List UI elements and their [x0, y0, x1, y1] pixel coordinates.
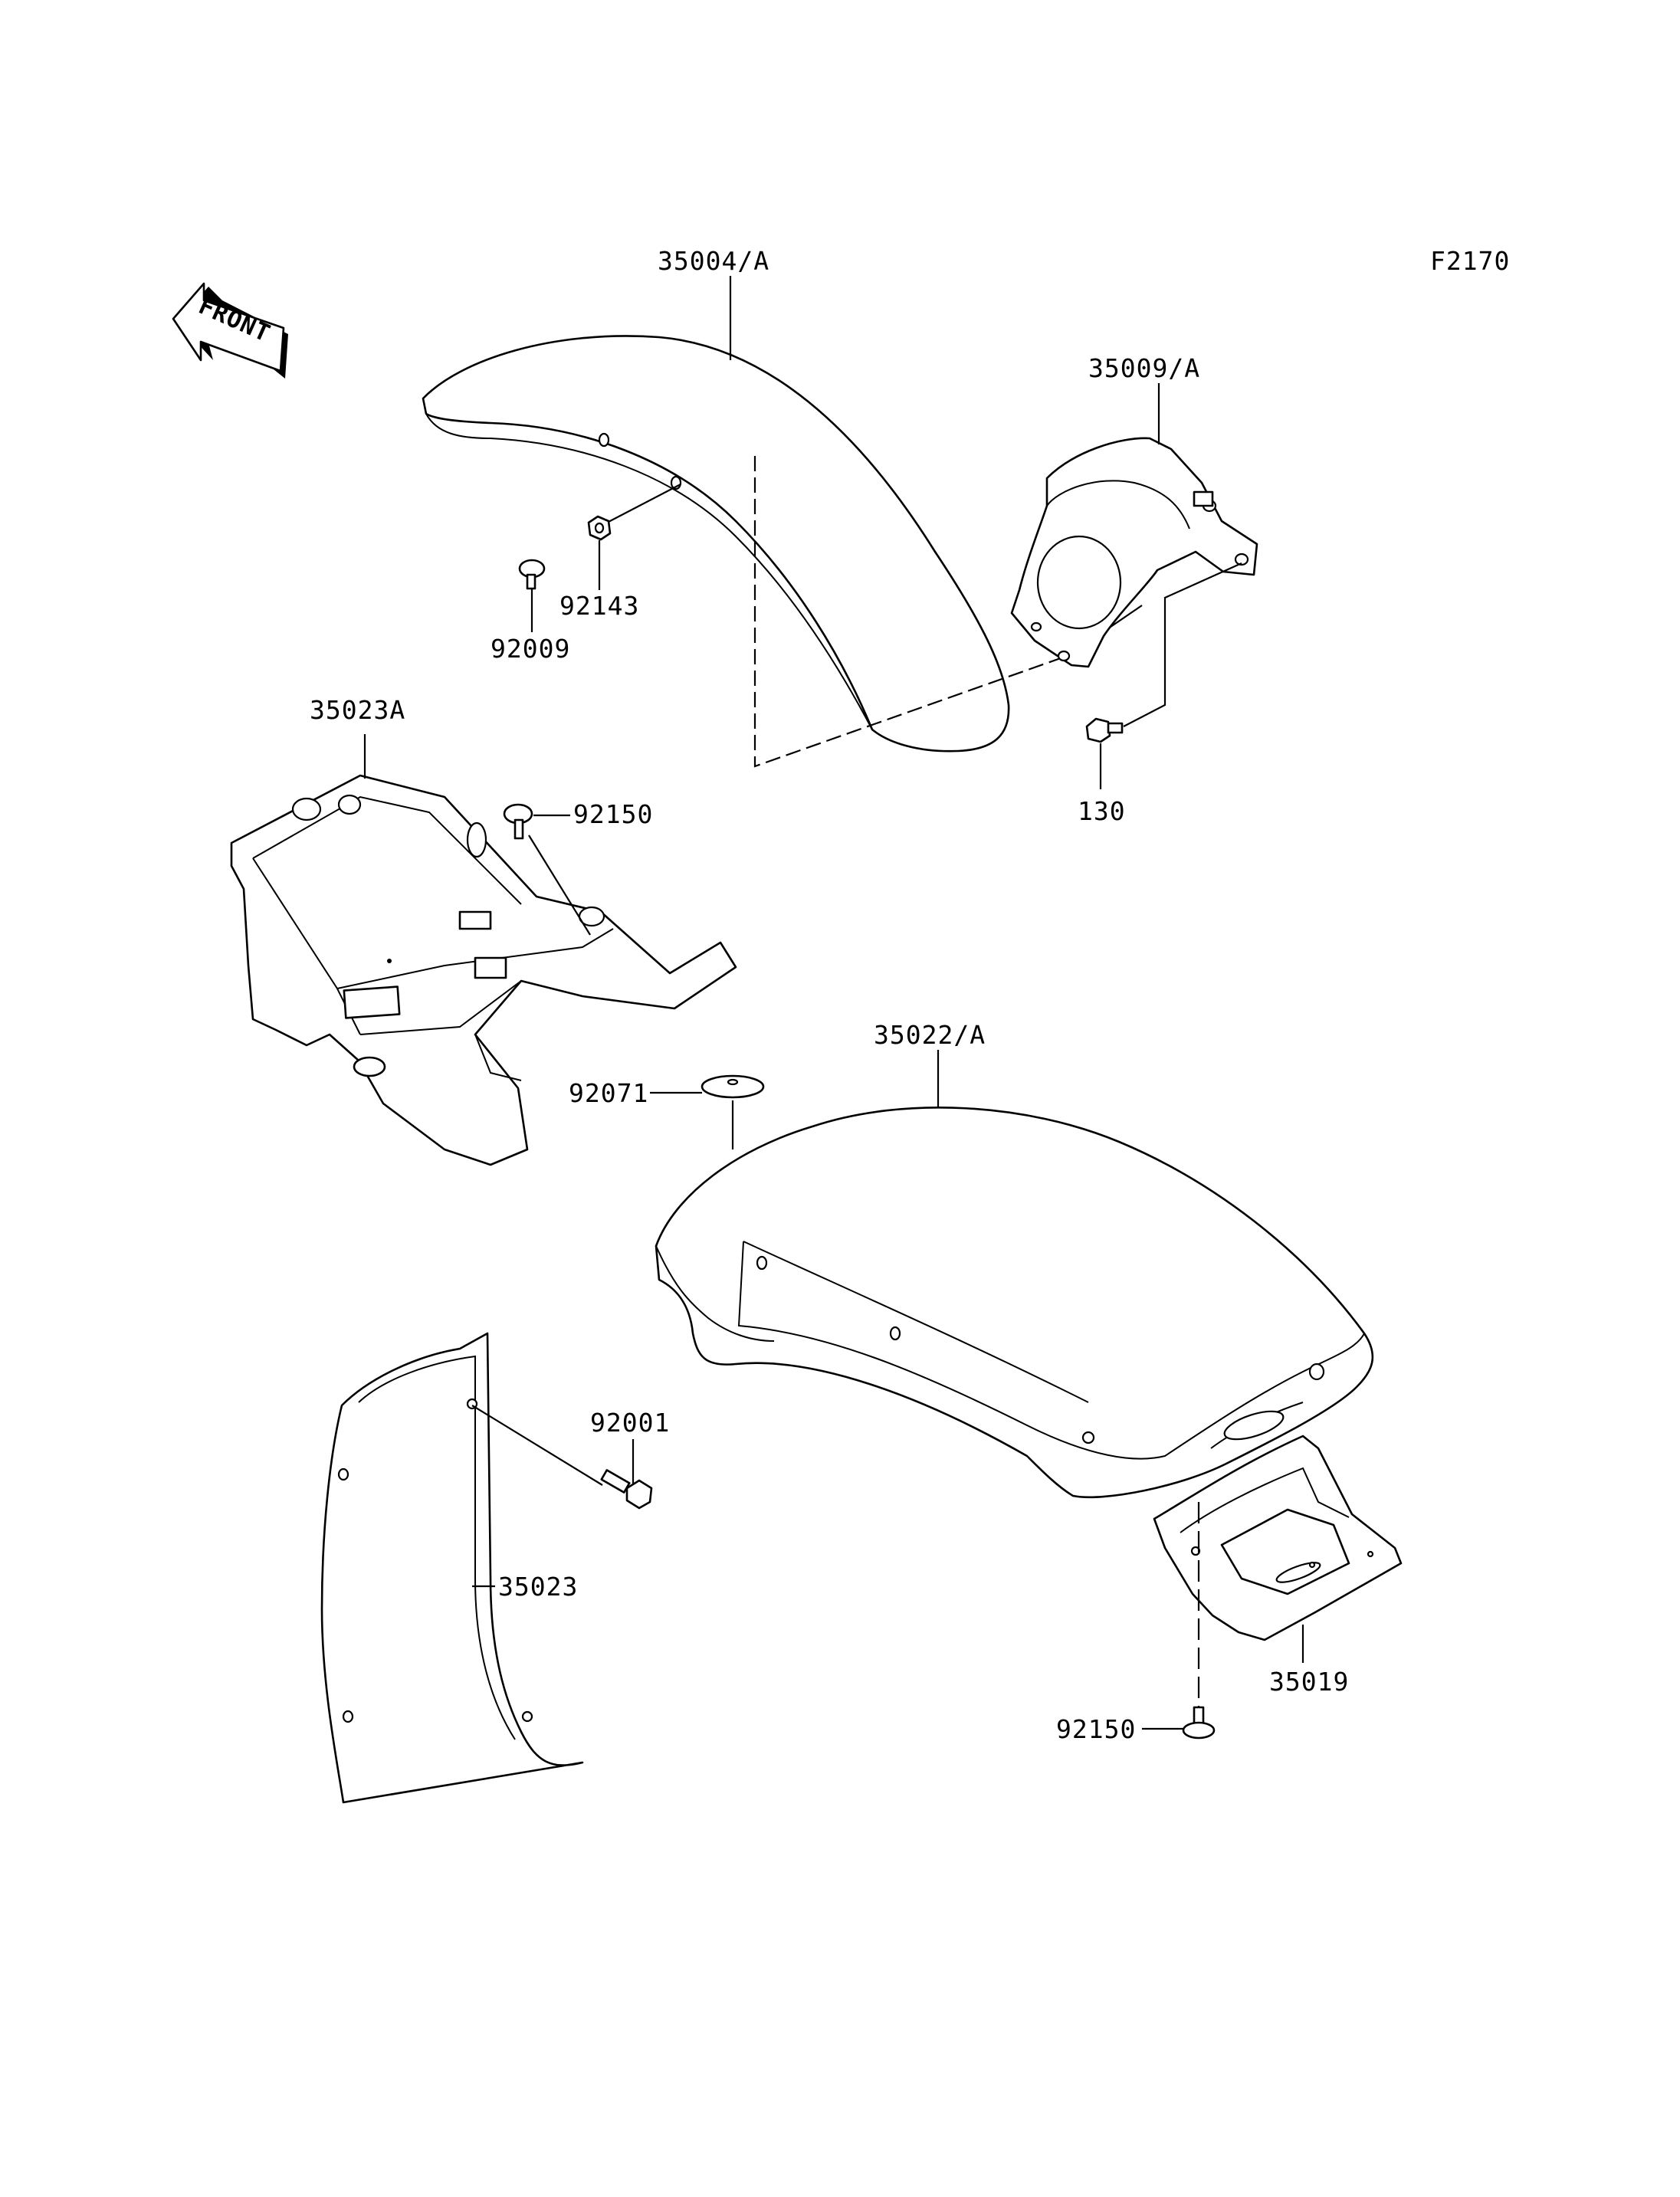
front-fender — [422, 335, 1010, 753]
screw-bottom-label: 92150 — [1056, 1714, 1136, 1744]
rear-fender — [655, 1107, 1374, 1499]
rear-fender-frame-label: 35023A — [310, 695, 405, 725]
rear-bracket — [1153, 1435, 1403, 1641]
screw-bottom-icon — [1182, 1706, 1216, 1740]
nut-label: 92143 — [559, 591, 639, 621]
front-screw-label: 92009 — [491, 634, 570, 664]
rear-bracket-label: 35019 — [1269, 1667, 1349, 1697]
bolt-icon — [1085, 717, 1124, 743]
front-fender-bracket — [1010, 437, 1258, 668]
rear-fender-bolt-icon — [600, 1469, 653, 1510]
front-fender-label: 35004/A — [658, 246, 769, 276]
rear-fender-bolt-label: 92001 — [590, 1408, 670, 1438]
figure-code: F2170 — [1430, 246, 1510, 276]
damper-label: 92071 — [569, 1078, 648, 1108]
screw-top-icon — [503, 803, 533, 840]
inner-fender — [320, 1332, 584, 1804]
front-arrow-icon: FRONT — [172, 282, 288, 379]
front-fender-bracket-label: 35009/A — [1088, 353, 1200, 383]
inner-fender-label: 35023 — [498, 1572, 578, 1602]
rear-fender-label: 35022/A — [874, 1020, 986, 1050]
nut-icon — [587, 515, 612, 541]
rear-fender-frame — [230, 774, 737, 1166]
screw-icon — [518, 559, 546, 590]
bolt-130-label: 130 — [1078, 796, 1126, 826]
damper-icon — [701, 1074, 765, 1099]
screw-top-label: 92150 — [573, 799, 653, 829]
